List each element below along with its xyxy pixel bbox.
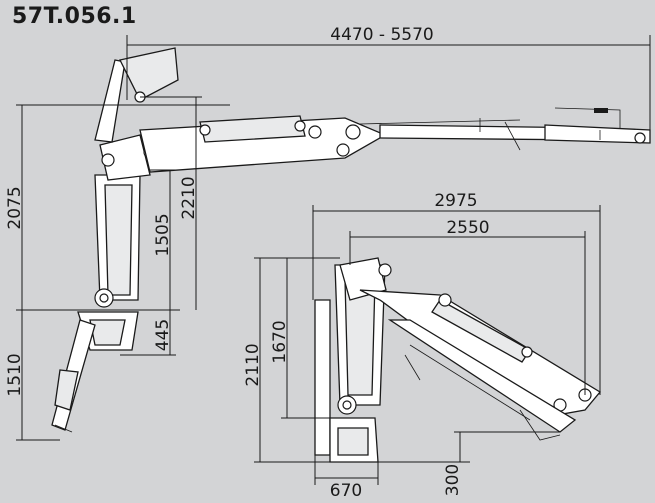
dim-height-2210: 2210	[179, 176, 199, 219]
dim-folded-2550: 2550	[446, 218, 489, 238]
model-title: 57T.056.1	[12, 4, 137, 29]
dim-folded-1670: 1670	[270, 320, 290, 363]
dim-base-670: 670	[330, 481, 362, 501]
dim-lower-1510: 1510	[5, 353, 25, 396]
extended-crane-view: 4470 - 5570 2075 2210 1505 445 1510	[5, 25, 651, 441]
dim-height-2075: 2075	[5, 186, 25, 229]
dim-reach-range: 4470 - 5570	[330, 25, 433, 45]
dim-folded-2110: 2110	[243, 343, 263, 386]
dim-height-1505: 1505	[153, 213, 173, 256]
dim-base-445: 445	[153, 319, 173, 351]
dim-folded-2975: 2975	[434, 191, 477, 211]
folded-crane-view: 2975 2550 2110 1670 670 300	[243, 191, 601, 501]
dim-base-300: 300	[443, 464, 463, 496]
